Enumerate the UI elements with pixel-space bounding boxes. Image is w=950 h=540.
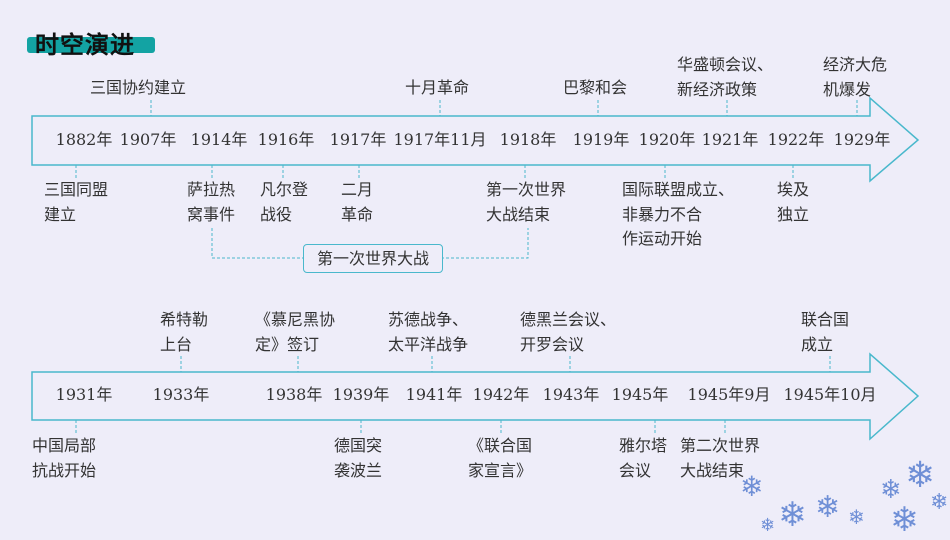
event-label-line: 《慕尼黑协: [255, 310, 336, 329]
year-label: 1938年: [265, 385, 323, 404]
event-label-above: 十月革命: [405, 76, 469, 101]
event-label-line: 希特勒: [160, 310, 209, 329]
year-label: 1945年9月: [687, 385, 771, 404]
event-label-below: 德国突袭波兰: [334, 434, 382, 483]
event-label-line: 巴黎和会: [563, 78, 628, 97]
year-label: 1942年: [472, 385, 530, 404]
event-label-line: 《联合国: [468, 436, 533, 455]
event-label-above: 德黑兰会议、开罗会议: [520, 308, 616, 357]
event-label-above: 华盛顿会议、新经济政策: [677, 53, 773, 102]
event-label-line: 窝事件: [187, 204, 236, 224]
year-label: 1931年: [55, 385, 113, 404]
event-label-line: 战役: [260, 204, 293, 224]
event-label-line: 独立: [777, 204, 810, 224]
year-label: 1916年: [257, 130, 315, 149]
event-label-line: 大战结束: [680, 460, 745, 480]
event-label-line: 德黑兰会议、: [520, 310, 617, 329]
event-label-line: 二月: [341, 180, 374, 199]
event-label-line: 作运动开始: [622, 229, 703, 248]
event-label-line: 国际联盟成立、: [622, 180, 735, 199]
event-label-line: 埃及: [777, 180, 810, 199]
event-label-line: 会议: [619, 460, 652, 480]
event-label-line: 联合国: [801, 310, 850, 329]
event-label-below: 《联合国家宣言》: [468, 434, 532, 483]
event-label-below: 第一次世界大战结束: [486, 178, 566, 227]
year-label: 1945年10月: [783, 385, 877, 404]
event-label-below: 中国局部抗战开始: [32, 434, 96, 483]
timeline-arrow-2: [31, 352, 920, 441]
event-label-line: 凡尔登: [260, 180, 309, 199]
event-label-line: 苏德战争、: [388, 310, 469, 329]
page-title: 时空演进: [35, 31, 135, 59]
event-label-line: 大战结束: [486, 204, 551, 224]
event-label-line: 家宣言》: [468, 460, 533, 480]
timeline-arrow-1: [31, 96, 920, 183]
event-label-below: 国际联盟成立、非暴力不合作运动开始: [622, 178, 734, 252]
event-label-line: 太平洋战争: [388, 334, 469, 354]
year-label: 1917年: [329, 130, 387, 149]
event-label-line: 德国突: [334, 436, 383, 455]
event-label-line: 十月革命: [405, 78, 470, 97]
event-label-line: 三国协约建立: [90, 78, 187, 97]
event-label-line: 革命: [341, 204, 374, 224]
event-label-below: 第二次世界大战结束: [680, 434, 760, 483]
event-label-above: 《慕尼黑协定》签订: [255, 308, 335, 357]
year-label: 1920年: [638, 130, 696, 149]
event-label-line: 第二次世界: [680, 436, 761, 455]
title-highlight: [27, 37, 155, 53]
year-label: 1941年: [405, 385, 463, 404]
year-label: 1919年: [572, 130, 630, 149]
event-label-line: 袭波兰: [334, 460, 383, 480]
year-label: 1945年: [611, 385, 669, 404]
event-label-line: 第一次世界: [486, 180, 567, 199]
event-label-line: 经济大危: [823, 55, 888, 74]
event-label-line: 非暴力不合: [622, 204, 703, 224]
event-label-line: 机爆发: [823, 79, 872, 99]
event-label-above: 三国协约建立: [90, 76, 186, 101]
year-label: 1921年: [701, 130, 759, 149]
event-label-line: 三国同盟: [44, 180, 109, 199]
year-label: 1918年: [499, 130, 557, 149]
event-label-line: 抗战开始: [32, 460, 97, 480]
year-label: 1939年: [332, 385, 390, 404]
year-label: 1914年: [190, 130, 248, 149]
event-label-below: 凡尔登战役: [260, 178, 308, 227]
event-label-line: 上台: [160, 334, 193, 354]
event-label-above: 希特勒上台: [160, 308, 208, 357]
event-label-above: 苏德战争、太平洋战争: [388, 308, 468, 357]
event-label-above: 联合国成立: [801, 308, 849, 357]
event-label-line: 中国局部: [32, 436, 97, 455]
ww1-bracket-label: 第一次世界大战: [303, 244, 443, 273]
event-label-below: 二月革命: [341, 178, 373, 227]
event-label-line: 雅尔塔: [619, 436, 668, 455]
event-label-line: 萨拉热: [187, 180, 236, 199]
year-label: 1929年: [833, 130, 891, 149]
year-label: 1917年11月: [393, 130, 487, 149]
year-label: 1922年: [767, 130, 825, 149]
year-label: 1933年: [152, 385, 210, 404]
year-label: 1882年: [55, 130, 113, 149]
event-label-above: 巴黎和会: [563, 76, 627, 101]
ww1-bracket: [211, 228, 529, 259]
year-label: 1943年: [542, 385, 600, 404]
event-label-below: 萨拉热窝事件: [187, 178, 235, 227]
event-label-line: 定》签订: [255, 334, 320, 354]
event-label-line: 建立: [44, 204, 77, 224]
event-label-line: 新经济政策: [677, 79, 758, 99]
event-label-below: 雅尔塔会议: [619, 434, 667, 483]
event-label-line: 华盛顿会议、: [677, 55, 774, 74]
event-label-below: 埃及独立: [777, 178, 809, 227]
event-label-below: 三国同盟建立: [44, 178, 108, 227]
event-label-above: 经济大危机爆发: [823, 53, 887, 102]
year-label: 1907年: [119, 130, 177, 149]
event-label-line: 开罗会议: [520, 334, 585, 354]
event-label-line: 成立: [801, 334, 834, 354]
